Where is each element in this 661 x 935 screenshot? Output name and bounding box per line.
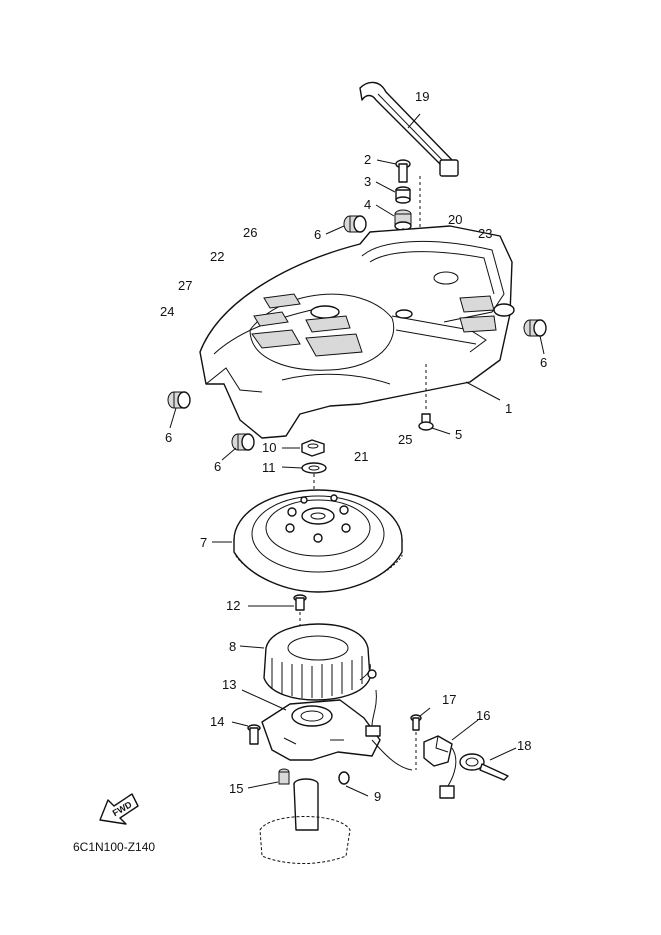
part-10-nut (282, 439, 325, 457)
part-11-washer (281, 462, 327, 474)
part-1-flywheel-cover (199, 225, 515, 439)
label-23 (459, 315, 497, 333)
callout-27: 27 (178, 278, 192, 293)
callout-23: 23 (478, 226, 492, 241)
callout-6-lower: 6 (214, 459, 221, 474)
callout-20: 20 (448, 212, 462, 227)
callout-8: 8 (229, 639, 236, 654)
callout-22: 22 (210, 249, 224, 264)
callout-7: 7 (200, 535, 207, 550)
callout-11: 11 (262, 460, 276, 475)
callout-13: 13 (222, 677, 236, 692)
callout-4: 4 (364, 197, 371, 212)
callout-19: 19 (415, 89, 429, 104)
part-3-collar (375, 181, 411, 204)
label-27 (305, 315, 351, 333)
part-16-coil (371, 719, 479, 799)
part-6-grommet-top (325, 215, 367, 235)
callout-17: 17 (442, 692, 456, 707)
part-2-bolt (376, 159, 411, 183)
part-8-stator (239, 623, 377, 701)
part-4-grommet (375, 204, 412, 231)
part-5-bolt (418, 364, 451, 435)
diagram-code: 6C1N100-Z140 (73, 840, 155, 854)
callout-15: 15 (229, 781, 243, 796)
callout-10: 10 (262, 440, 276, 455)
part-15-dowel (247, 768, 290, 789)
callouts: 19 2 3 4 6 20 23 26 22 27 24 6 1 6 25 5 … (160, 89, 547, 804)
callout-6-top: 6 (314, 227, 321, 242)
part-14-bolt (231, 721, 261, 745)
callout-26: 26 (243, 225, 257, 240)
label-26 (263, 293, 301, 309)
part-18-clamp (459, 747, 517, 781)
callout-21: 21 (354, 449, 368, 464)
callout-12: 12 (226, 598, 240, 613)
callout-5: 5 (455, 427, 462, 442)
fwd-arrow-icon: FWD (99, 793, 139, 825)
callout-14: 14 (210, 714, 224, 729)
callout-6-left: 6 (165, 430, 172, 445)
part-17-screw (410, 707, 431, 770)
label-22 (253, 311, 289, 327)
callout-6-right: 6 (540, 355, 547, 370)
label-21 (305, 333, 363, 357)
part-9-key (338, 771, 369, 797)
callout-18: 18 (517, 738, 531, 753)
part-6-grommet-lower (221, 433, 255, 461)
part-13-base-plate (241, 689, 381, 761)
callout-9: 9 (374, 789, 381, 804)
part-7-flywheel (212, 489, 403, 593)
part-6-grommet-right (523, 319, 547, 355)
label-20 (459, 295, 495, 313)
callout-1: 1 (505, 401, 512, 416)
callout-24: 24 (160, 304, 174, 319)
callout-3: 3 (364, 174, 371, 189)
cover-labels (251, 293, 497, 357)
label-24 (251, 329, 301, 349)
callout-25: 25 (398, 432, 412, 447)
part-6-grommet-left (167, 391, 191, 429)
part-19-seal-strip (359, 81, 459, 177)
callout-2: 2 (364, 152, 371, 167)
crankshaft (259, 778, 351, 864)
callout-16: 16 (476, 708, 490, 723)
